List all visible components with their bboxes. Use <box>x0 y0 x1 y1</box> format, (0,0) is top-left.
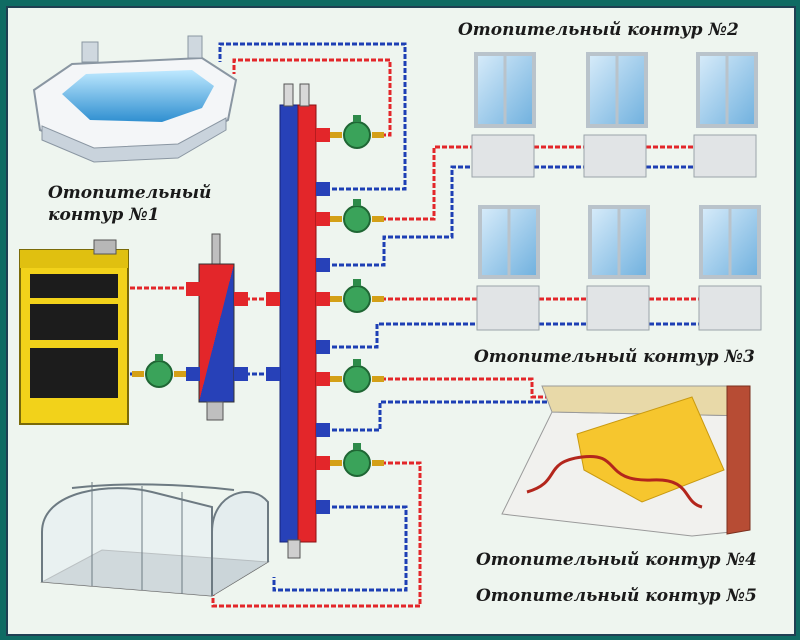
manifold-supply-stub <box>299 83 310 107</box>
pipes <box>130 42 699 608</box>
pump-icon <box>330 279 384 313</box>
radiator-icon <box>471 134 535 178</box>
window-icon <box>474 52 536 128</box>
pump-icon <box>330 443 384 477</box>
pipe-c3-return <box>332 322 477 349</box>
hydraulic-separator <box>186 233 248 421</box>
radiator-row-c3 <box>476 205 762 331</box>
manifold-return-body <box>279 104 299 543</box>
pumps <box>132 115 384 477</box>
manifold-return-branch <box>316 423 330 437</box>
manifold <box>266 83 330 559</box>
manifold-supply-branch <box>316 128 330 142</box>
label-circuit-1-line-1: Отопительный <box>48 183 212 203</box>
underfloor-heating-icon <box>501 385 751 537</box>
manifold-return-stub <box>283 83 294 107</box>
radiator-icon <box>583 134 647 178</box>
manifold-supply-branch <box>316 212 330 226</box>
label-circuit-2: Отопительный контур №2 <box>458 20 739 40</box>
window-icon <box>588 205 650 279</box>
pipe-c4-supply <box>374 377 567 399</box>
manifold-return-branch <box>316 500 330 514</box>
pipe-c5-return <box>272 505 408 592</box>
pipe-c2-supply <box>374 145 472 221</box>
manifold-return-branch <box>316 182 330 196</box>
radiator-row-c2 <box>471 52 758 178</box>
bathtub-icon <box>32 35 238 163</box>
window-icon <box>699 205 761 279</box>
pipe-bath-supply <box>232 58 392 137</box>
radiator-icon <box>476 285 540 331</box>
boiler-icon <box>19 239 129 425</box>
manifold-supply-branch <box>316 456 330 470</box>
pump-icon <box>330 115 384 149</box>
diagram-frame: Отопительный контур №1 Отопительный конт… <box>6 6 796 636</box>
window-icon <box>696 52 758 128</box>
manifold-supply-body <box>297 104 317 543</box>
manifold-supply-branch <box>316 372 330 386</box>
pipe-c2-return <box>332 165 472 267</box>
manifold-supply-branch <box>316 292 330 306</box>
window-icon <box>586 52 648 128</box>
manifold-return-valve <box>287 539 301 559</box>
pipe-c5-supply <box>211 461 422 608</box>
label-circuit-5: Отопительный контур №5 <box>476 586 757 606</box>
manifold-inlet-return <box>266 367 280 381</box>
manifold-return-branch <box>316 340 330 354</box>
pipe-bath-return <box>218 42 407 191</box>
radiator-icon <box>693 134 757 178</box>
radiator-icon <box>586 285 650 331</box>
heating-scheme <box>19 35 762 608</box>
pump-icon <box>330 359 384 393</box>
window-icon <box>478 205 540 279</box>
label-circuit-1-line-2: контур №1 <box>48 205 160 225</box>
label-circuit-1: Отопительный контур №1 <box>48 182 211 226</box>
greenhouse-icon <box>40 482 270 597</box>
manifold-inlet-supply <box>266 292 280 306</box>
manifold-return-branch <box>316 258 330 272</box>
radiator-icon <box>698 285 762 331</box>
pipe-c4-return <box>332 400 547 432</box>
label-circuit-3: Отопительный контур №3 <box>474 347 755 367</box>
label-circuit-4: Отопительный контур №4 <box>476 550 757 570</box>
pump-icon <box>132 354 186 388</box>
pump-icon <box>330 199 384 233</box>
